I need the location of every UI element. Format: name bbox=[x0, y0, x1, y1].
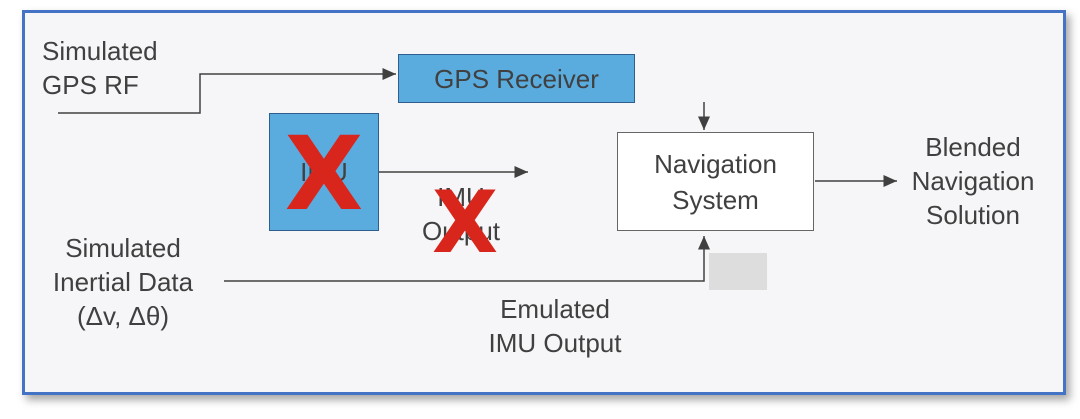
gps-receiver-label: GPS Receiver bbox=[434, 63, 599, 94]
gps-rf-connector bbox=[58, 68, 396, 114]
emulator-block bbox=[709, 253, 767, 290]
navigation-system-block: Navigation System bbox=[617, 132, 814, 231]
blended-navigation-solution-label: Blended Navigation Solution bbox=[911, 132, 1035, 230]
navigation-system-label: Navigation System bbox=[654, 148, 777, 215]
imu-output-label: IMU Output bbox=[421, 182, 501, 246]
imu-block: IMU bbox=[269, 113, 379, 231]
simulated-gps-rf-label: Simulated GPS RF bbox=[42, 36, 158, 100]
emulated-imu-output-label: Emulated IMU Output bbox=[488, 294, 622, 358]
imu-output-cross-mark: X bbox=[431, 173, 499, 273]
simulated-inertial-data-label: Simulated Inertial Data (Δv, Δθ) bbox=[52, 233, 194, 331]
gps-receiver-block: GPS Receiver bbox=[398, 54, 635, 103]
imu-label: IMU bbox=[300, 157, 348, 187]
inertial-connector bbox=[224, 236, 710, 282]
imu-cross-mark: X bbox=[284, 115, 364, 234]
